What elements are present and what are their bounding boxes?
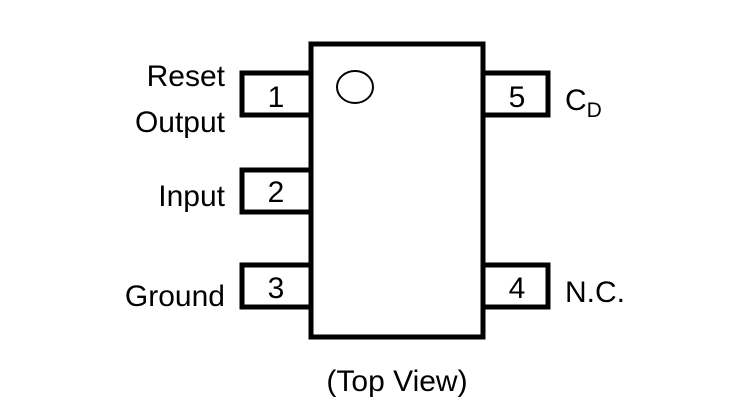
pin-4-number: 4: [509, 272, 526, 305]
pin-5-label-main: C: [565, 84, 587, 117]
pin-5-label: CD: [565, 84, 602, 122]
pin-1: 1 Reset Output: [135, 60, 311, 139]
pin-5-number: 5: [509, 81, 526, 114]
pin-3-label: Ground: [125, 280, 225, 313]
pin1-indicator-dot: [336, 70, 374, 104]
pin-5-label-subscript: D: [587, 99, 602, 122]
pin-4: 4 N.C.: [483, 262, 625, 310]
pin-5: 5 CD: [483, 70, 602, 122]
pin-2-number: 2: [268, 176, 285, 209]
pin-1-number: 1: [268, 81, 285, 114]
package-body: [308, 41, 486, 340]
caption-top-view: (Top View): [326, 365, 467, 398]
pin-3-number: 3: [268, 272, 285, 305]
pin-4-label: N.C.: [565, 276, 625, 309]
pin-1-label-line-1: Reset: [147, 60, 226, 93]
pin-2: 2 Input: [158, 167, 311, 215]
pin-3: 3 Ground: [125, 262, 311, 313]
pin-2-label: Input: [158, 180, 225, 213]
pin-1-label-line-2: Output: [135, 106, 226, 139]
